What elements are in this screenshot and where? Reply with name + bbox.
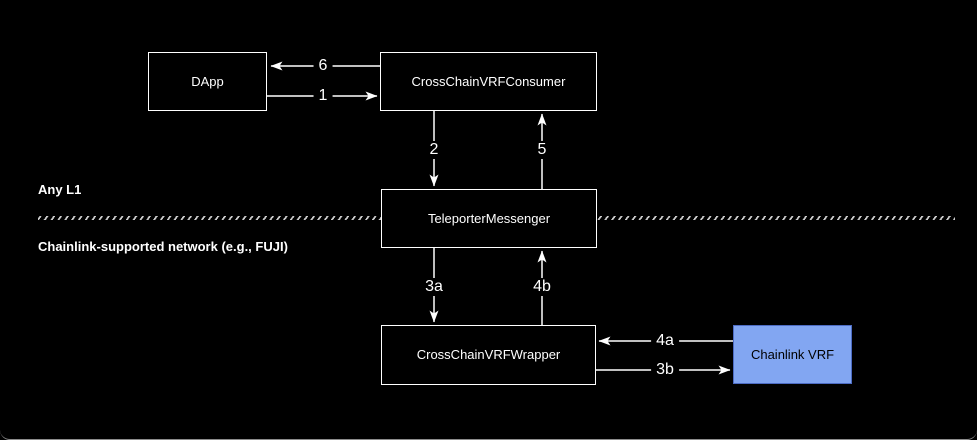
edge-label-step-3b: 3b bbox=[651, 361, 679, 379]
node-teleporter-messenger-label: TeleporterMessenger bbox=[427, 210, 551, 226]
node-chainlink-vrf-label: Chainlink VRF bbox=[750, 346, 835, 362]
node-dapp: DApp bbox=[148, 52, 267, 111]
edge-label-step-4a: 4a bbox=[651, 332, 679, 350]
edge-label-step-2: 2 bbox=[424, 141, 444, 159]
edge-label-step-5: 5 bbox=[532, 141, 552, 159]
node-crosschain-vrf-wrapper: CrossChainVRFWrapper bbox=[381, 325, 596, 385]
edge-label-step-3a: 3a bbox=[420, 278, 448, 296]
node-chainlink-vrf: Chainlink VRF bbox=[733, 325, 852, 384]
node-crosschain-vrf-consumer: CrossChainVRFConsumer bbox=[380, 52, 597, 111]
node-crosschain-vrf-consumer-label: CrossChainVRFConsumer bbox=[411, 73, 566, 89]
edge-label-step-4b: 4b bbox=[528, 278, 556, 296]
node-dapp-label: DApp bbox=[191, 73, 224, 89]
edge-label-step-6: 6 bbox=[313, 57, 333, 75]
edge-label-step-1: 1 bbox=[313, 87, 333, 105]
node-teleporter-messenger: TeleporterMessenger bbox=[381, 189, 597, 248]
region-label-any-l1: Any L1 bbox=[38, 182, 82, 197]
node-crosschain-vrf-wrapper-label: CrossChainVRFWrapper bbox=[416, 347, 561, 363]
region-label-chainlink-network: Chainlink-supported network (e.g., FUJI) bbox=[38, 239, 288, 254]
